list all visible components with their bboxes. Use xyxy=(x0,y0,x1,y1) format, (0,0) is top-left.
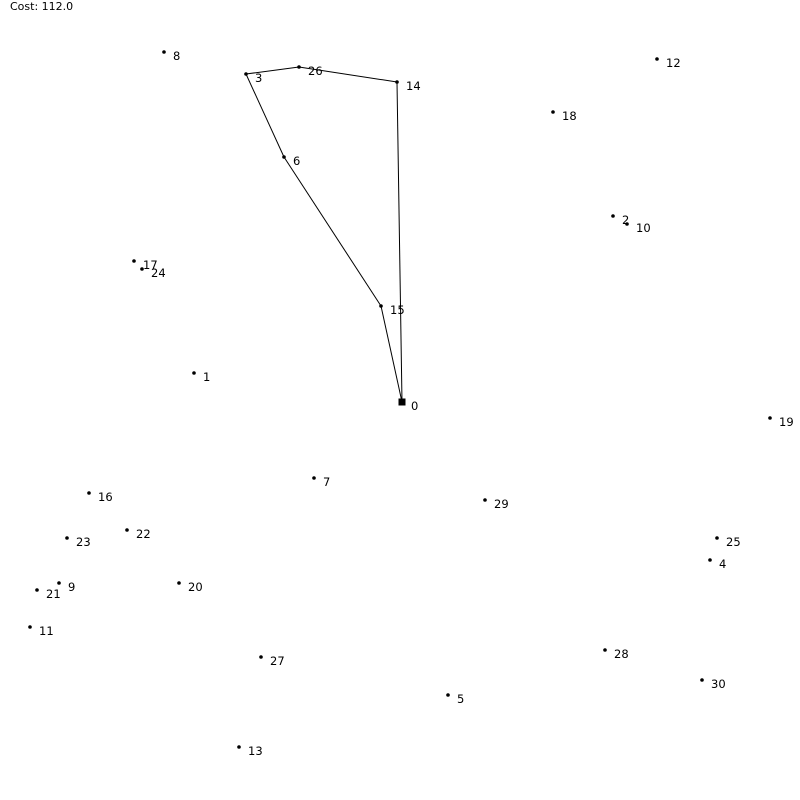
node-13 xyxy=(237,745,241,749)
node-label-3: 3 xyxy=(255,71,262,85)
node-27 xyxy=(259,655,263,659)
node-label-0: 0 xyxy=(411,399,418,413)
node-10 xyxy=(625,222,629,226)
node-23 xyxy=(65,536,69,540)
node-labels: 0123456789101112131415161718192021222324… xyxy=(39,49,794,758)
node-22 xyxy=(125,528,129,532)
node-4 xyxy=(708,558,712,562)
node-label-27: 27 xyxy=(270,654,285,668)
node-label-28: 28 xyxy=(614,647,629,661)
node-label-26: 26 xyxy=(308,64,323,78)
node-5 xyxy=(446,693,450,697)
node-1 xyxy=(192,371,196,375)
node-label-7: 7 xyxy=(323,475,330,489)
node-label-21: 21 xyxy=(46,587,61,601)
node-label-23: 23 xyxy=(76,535,91,549)
node-16 xyxy=(87,491,91,495)
node-17 xyxy=(132,259,136,263)
route-edge-15-6 xyxy=(283,156,382,307)
node-label-19: 19 xyxy=(779,415,794,429)
node-label-15: 15 xyxy=(390,303,405,317)
route-nodes xyxy=(28,50,772,749)
node-19 xyxy=(768,416,772,420)
node-label-22: 22 xyxy=(136,527,151,541)
node-label-30: 30 xyxy=(711,677,726,691)
node-label-8: 8 xyxy=(173,49,180,63)
node-21 xyxy=(35,588,39,592)
node-3 xyxy=(244,72,248,76)
node-7 xyxy=(312,476,316,480)
node-label-4: 4 xyxy=(719,557,726,571)
node-label-29: 29 xyxy=(494,497,509,511)
route-edges xyxy=(245,66,403,403)
node-label-12: 12 xyxy=(666,56,681,70)
node-label-17: 17 xyxy=(143,258,158,272)
node-label-5: 5 xyxy=(457,692,464,706)
route-edge-0-15 xyxy=(380,305,403,403)
node-label-1: 1 xyxy=(203,370,210,384)
node-label-11: 11 xyxy=(39,624,54,638)
node-label-24: 24 xyxy=(151,266,166,280)
node-26 xyxy=(297,65,301,69)
node-label-14: 14 xyxy=(406,79,421,93)
route-edge-26-14 xyxy=(298,66,398,83)
node-30 xyxy=(700,678,704,682)
node-18 xyxy=(551,110,555,114)
node-24 xyxy=(140,267,144,271)
node-label-20: 20 xyxy=(188,580,203,594)
node-29 xyxy=(483,498,487,502)
node-11 xyxy=(28,625,32,629)
route-edge-6-3 xyxy=(245,73,285,158)
node-label-16: 16 xyxy=(98,490,113,504)
node-label-9: 9 xyxy=(68,580,75,594)
node-14 xyxy=(395,80,399,84)
node-15 xyxy=(379,304,383,308)
node-2 xyxy=(611,214,615,218)
node-28 xyxy=(603,648,607,652)
node-label-2: 2 xyxy=(622,213,629,227)
node-8 xyxy=(162,50,166,54)
node-12 xyxy=(655,57,659,61)
node-25 xyxy=(715,536,719,540)
route-edge-14-0 xyxy=(396,81,403,403)
node-label-10: 10 xyxy=(636,221,651,235)
node-20 xyxy=(177,581,181,585)
cost-label: Cost: 112.0 xyxy=(10,0,74,13)
route-edge-3-26 xyxy=(245,66,300,75)
depot-node-0 xyxy=(398,398,406,406)
node-label-25: 25 xyxy=(726,535,741,549)
node-label-6: 6 xyxy=(293,154,300,168)
node-label-18: 18 xyxy=(562,109,577,123)
node-9 xyxy=(57,581,61,585)
node-label-13: 13 xyxy=(248,744,263,758)
node-6 xyxy=(282,155,286,159)
